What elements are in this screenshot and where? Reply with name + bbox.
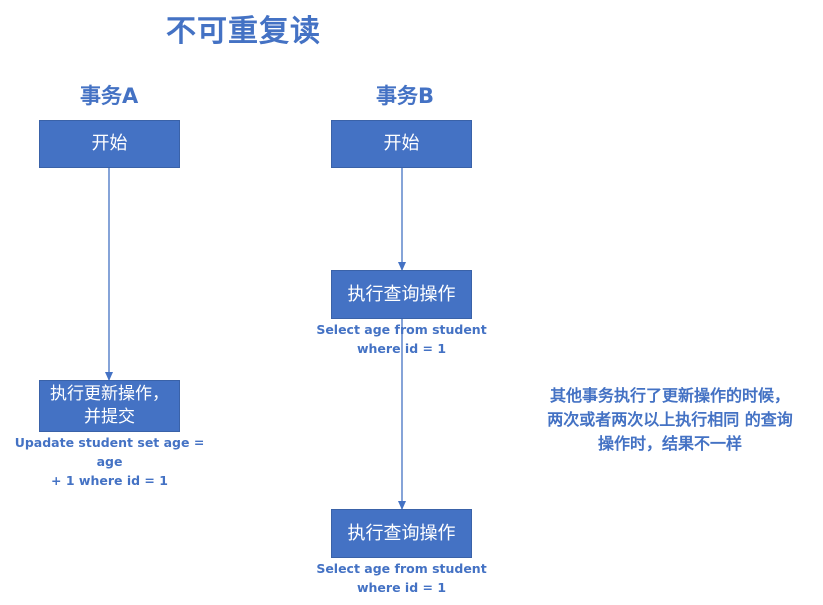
transaction-a-sql-line2: + 1 where id = 1	[51, 473, 168, 488]
transaction-a-update-line2: 并提交	[84, 407, 135, 427]
transaction-b-query2-sql-line1: Select age from student	[316, 561, 487, 576]
transaction-a-update-line1: 执行更新操作，	[50, 384, 169, 404]
explanation-line2: 两次或者两次以上执行相同 的查询	[547, 410, 793, 429]
transaction-a-start-box: 开始	[39, 120, 180, 168]
transaction-b-query1-sql: Select age from student where id = 1	[311, 320, 492, 358]
transaction-a-heading: 事务A	[80, 84, 139, 108]
transaction-b-query1-label: 执行查询操作	[347, 283, 456, 305]
transaction-b-query2-sql: Select age from student where id = 1	[311, 559, 492, 597]
transaction-a-start-label: 开始	[91, 133, 128, 154]
transaction-b-start-label: 开始	[383, 133, 420, 154]
transaction-b-heading: 事务B	[376, 84, 435, 108]
explanation-note: 其他事务执行了更新操作的时候， 两次或者两次以上执行相同 的查询 操作时，结果不…	[520, 384, 820, 456]
transaction-a-update-box: 执行更新操作， 并提交	[39, 380, 180, 432]
transaction-b-query2-box: 执行查询操作	[331, 509, 472, 558]
transaction-a-sql-line1: Upadate student set age = age	[14, 435, 205, 469]
diagram-title: 不可重复读	[166, 14, 321, 49]
transaction-b-query1-box: 执行查询操作	[331, 270, 472, 319]
transaction-b-query1-sql-line1: Select age from student	[316, 322, 487, 337]
transaction-b-query2-sql-line2: where id = 1	[356, 580, 447, 595]
transaction-a-sql: Upadate student set age = age + 1 where …	[0, 433, 219, 490]
explanation-line3: 操作时，结果不一样	[597, 434, 742, 453]
transaction-b-query2-label: 执行查询操作	[347, 522, 456, 544]
transaction-b-query1-sql-line2: where id = 1	[356, 341, 447, 356]
transaction-b-start-box: 开始	[331, 120, 472, 168]
explanation-line1: 其他事务执行了更新操作的时候，	[549, 386, 790, 405]
